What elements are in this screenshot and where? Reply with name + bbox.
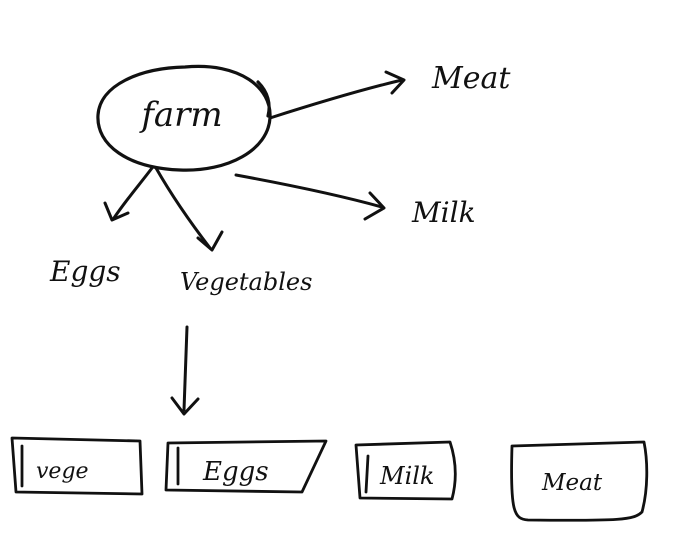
box-eggs-outline bbox=[164, 439, 328, 494]
box-milk-outline bbox=[354, 440, 457, 501]
arrow-to-meat bbox=[268, 70, 406, 120]
box-eggs: Eggs bbox=[164, 439, 328, 494]
box-milk: Milk bbox=[354, 440, 457, 501]
box-label-vege: vege bbox=[36, 459, 89, 484]
box-meat-outline bbox=[510, 440, 649, 522]
box-milk-mark bbox=[364, 454, 370, 494]
arrow-down-head bbox=[170, 396, 200, 416]
arrow-to-meat-shaft bbox=[268, 78, 404, 120]
arrow-down bbox=[170, 325, 200, 416]
arrow-to-eggs bbox=[103, 166, 154, 222]
box-vege-outline bbox=[10, 436, 144, 496]
root-ellipse bbox=[96, 64, 272, 172]
product-label-vegetables: Vegetables bbox=[180, 268, 312, 296]
box-meat: Meat bbox=[510, 440, 649, 522]
box-label-eggs: Eggs bbox=[202, 457, 269, 487]
root-label: farm bbox=[138, 95, 222, 135]
box-label-milk: Milk bbox=[379, 462, 434, 490]
arrow-to-milk-head bbox=[363, 191, 386, 221]
arrow-to-eggs-shaft bbox=[112, 166, 154, 220]
product-label-meat: Meat bbox=[431, 61, 511, 96]
arrow-to-eggs-head bbox=[103, 201, 130, 222]
product-label-eggs: Eggs bbox=[49, 255, 121, 288]
root-node: farm bbox=[96, 64, 272, 172]
arrow-to-milk-shaft bbox=[234, 173, 384, 209]
arrow-to-meat-head bbox=[384, 70, 406, 95]
product-label-milk: Milk bbox=[411, 196, 476, 229]
box-label-meat: Meat bbox=[541, 470, 603, 496]
box-vege: vege bbox=[10, 436, 144, 496]
arrow-to-vegetables-head bbox=[196, 230, 224, 252]
arrow-to-milk bbox=[234, 173, 386, 221]
arrow-to-vegetables bbox=[154, 166, 224, 252]
arrow-to-vegetables-shaft bbox=[154, 166, 212, 250]
arrow-down-shaft bbox=[182, 325, 189, 412]
